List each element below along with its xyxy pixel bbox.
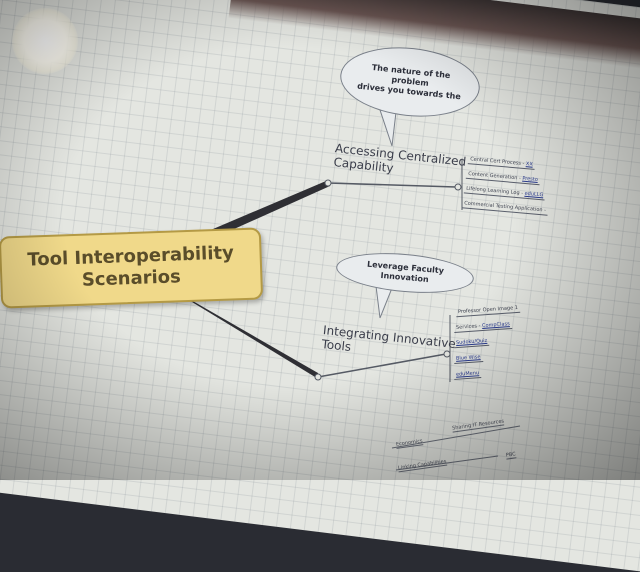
bottom-connector-2 <box>395 455 499 471</box>
bottom-topic[interactable]: PBC <box>505 451 517 460</box>
leaf-link[interactable]: Sudoku/Quiz <box>455 337 488 347</box>
leaf-link[interactable]: XX <box>525 161 533 168</box>
topic-underline-lower <box>317 353 447 378</box>
leaf-link[interactable]: CompClass <box>481 321 510 330</box>
mindmap-links <box>184 109 521 471</box>
leaf-link[interactable]: eduLLG <box>524 190 544 199</box>
leaf-item[interactable]: eduMenu <box>453 369 482 380</box>
callout-tail-lower <box>375 285 393 319</box>
topic-underline-upper <box>327 182 457 188</box>
node-handle-lower[interactable] <box>314 373 322 381</box>
node-handle-upper[interactable] <box>324 179 332 187</box>
expand-handle-upper[interactable] <box>454 183 462 191</box>
leaf-link[interactable]: Blue Wise <box>455 354 481 362</box>
branch-connector-lower <box>184 296 320 380</box>
leaf-link[interactable]: eduMenu <box>455 370 480 378</box>
central-topic-label: Tool Interoperability Scenarios <box>27 242 235 291</box>
leaf-text: Services - <box>455 323 481 331</box>
leaf-link[interactable]: Presto <box>522 175 539 184</box>
callout-upper-text: The nature of the problem drives you tow… <box>356 62 462 102</box>
bottom-connector <box>391 425 521 449</box>
central-topic[interactable]: Tool Interoperability Scenarios <box>0 227 264 309</box>
branch-connector-upper <box>206 181 330 238</box>
callout-tail-upper <box>379 109 397 147</box>
